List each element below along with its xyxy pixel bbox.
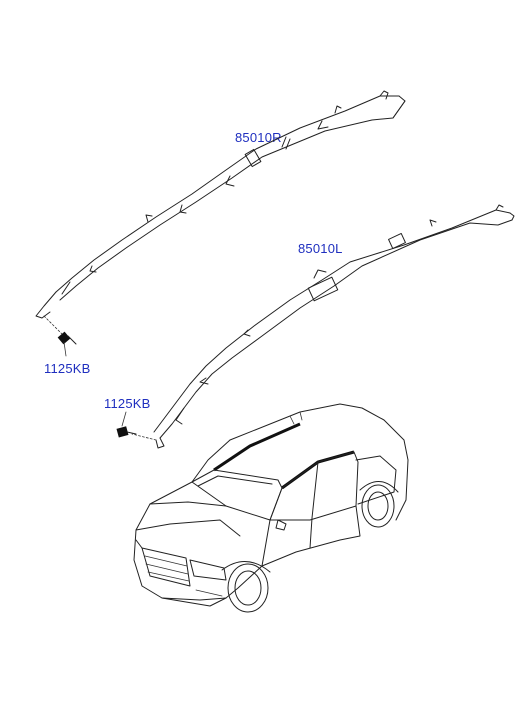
callout-1125kb-lower: 1125KB <box>104 396 151 411</box>
curtain-airbag-left-icon <box>131 204 515 449</box>
callout-85010r: 85010R <box>235 130 282 145</box>
mounting-bolt-lower-icon <box>116 411 137 438</box>
curtain-airbag-right-icon <box>35 90 406 335</box>
callout-85010l: 85010L <box>298 241 343 256</box>
vehicle-outline-icon <box>133 403 409 613</box>
callout-1125kb-upper: 1125KB <box>44 361 91 376</box>
mounting-bolt-upper-icon <box>57 331 77 357</box>
